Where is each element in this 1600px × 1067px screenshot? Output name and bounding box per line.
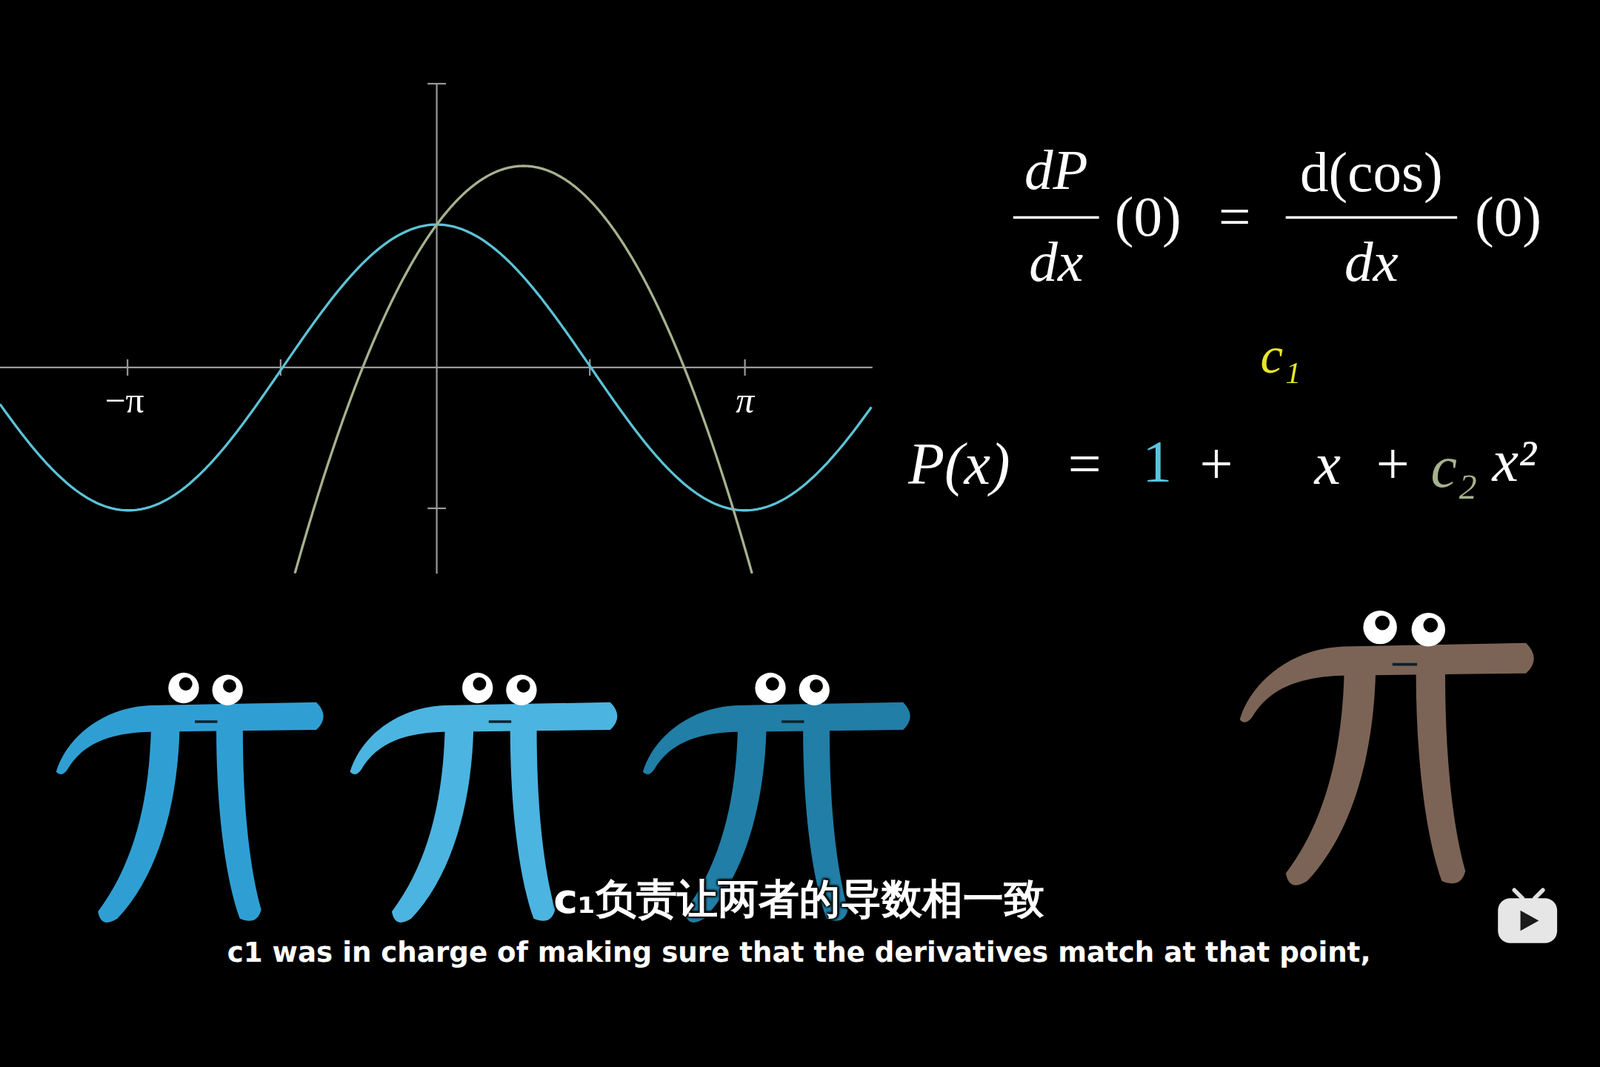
pi-mouth (488, 720, 512, 723)
logo-antenna (1514, 889, 1523, 898)
math-numerator: dP (1024, 140, 1089, 198)
y-tick (427, 507, 446, 509)
pi-leg (510, 729, 556, 921)
tick-label: −π (105, 381, 145, 419)
pi-eye (168, 672, 199, 703)
logo-antenna (1534, 889, 1543, 898)
pi-pupil (1374, 615, 1390, 631)
pi-eye (799, 674, 830, 706)
math-function: P(x) (908, 434, 1010, 495)
watermark-logo (1497, 889, 1558, 943)
subtitle-chinese: c₁负责让两者的导数相一致 (553, 877, 1045, 919)
pi-pupil (472, 677, 486, 691)
x-tick (744, 359, 746, 376)
fraction-bar (1285, 216, 1458, 219)
pi-creature (1240, 610, 1535, 886)
pi-mouth (1392, 662, 1418, 666)
math-denominator: dx (1028, 232, 1083, 290)
pi-eye (212, 674, 243, 706)
math-argument: (0) (1114, 187, 1182, 245)
pi-pupil (517, 679, 531, 693)
pi-body (1240, 642, 1535, 723)
coefficient-label: c₁ (1260, 329, 1302, 381)
pi-pupil (1422, 617, 1438, 633)
pi-body (56, 702, 324, 775)
pi-eye (1362, 610, 1397, 644)
y-tick (427, 82, 446, 85)
logo-play (1520, 910, 1540, 932)
math-variable: x (1314, 434, 1340, 495)
math-argument: (0) (1474, 187, 1542, 245)
pi-leg (97, 729, 180, 923)
pi-eye (505, 674, 537, 706)
logo-screen (1497, 897, 1558, 943)
y-axis (435, 83, 438, 574)
pi-body (642, 702, 911, 775)
pi-leg (1416, 673, 1466, 884)
coefficient-value: 1 (1142, 432, 1172, 492)
math-equals: = (1068, 434, 1102, 495)
math-equals: = (1218, 187, 1252, 245)
tick-label: π (735, 381, 755, 419)
pi-eye (462, 672, 493, 703)
subtitle-english: c1 was in charge of making sure that the… (227, 938, 1372, 966)
pi-mouth (781, 720, 804, 723)
pi-pupil (179, 677, 193, 691)
parabola-curve (294, 165, 752, 574)
pi-leg (391, 729, 474, 923)
pi-mouth (194, 720, 218, 723)
pi-pupil (222, 679, 237, 693)
pi-creature (56, 672, 324, 923)
fraction-bar (1013, 216, 1100, 219)
cosine-curve (0, 224, 872, 511)
math-plus: + (1200, 434, 1234, 495)
pi-leg (1285, 673, 1376, 886)
math-denominator: dx (1344, 232, 1399, 290)
pi-leg (216, 729, 262, 921)
math-variable: x² (1492, 431, 1537, 492)
pi-eye (754, 672, 786, 703)
pi-pupil (809, 679, 823, 693)
pi-eye (1411, 612, 1446, 646)
x-tick (126, 359, 129, 376)
coefficient-label: c₂ (1430, 437, 1478, 498)
axes (0, 83, 873, 574)
pi-pupil (765, 677, 780, 691)
math-plus: + (1376, 434, 1410, 495)
math-numerator: d(cos) (1300, 142, 1443, 200)
pi-body (349, 702, 618, 775)
